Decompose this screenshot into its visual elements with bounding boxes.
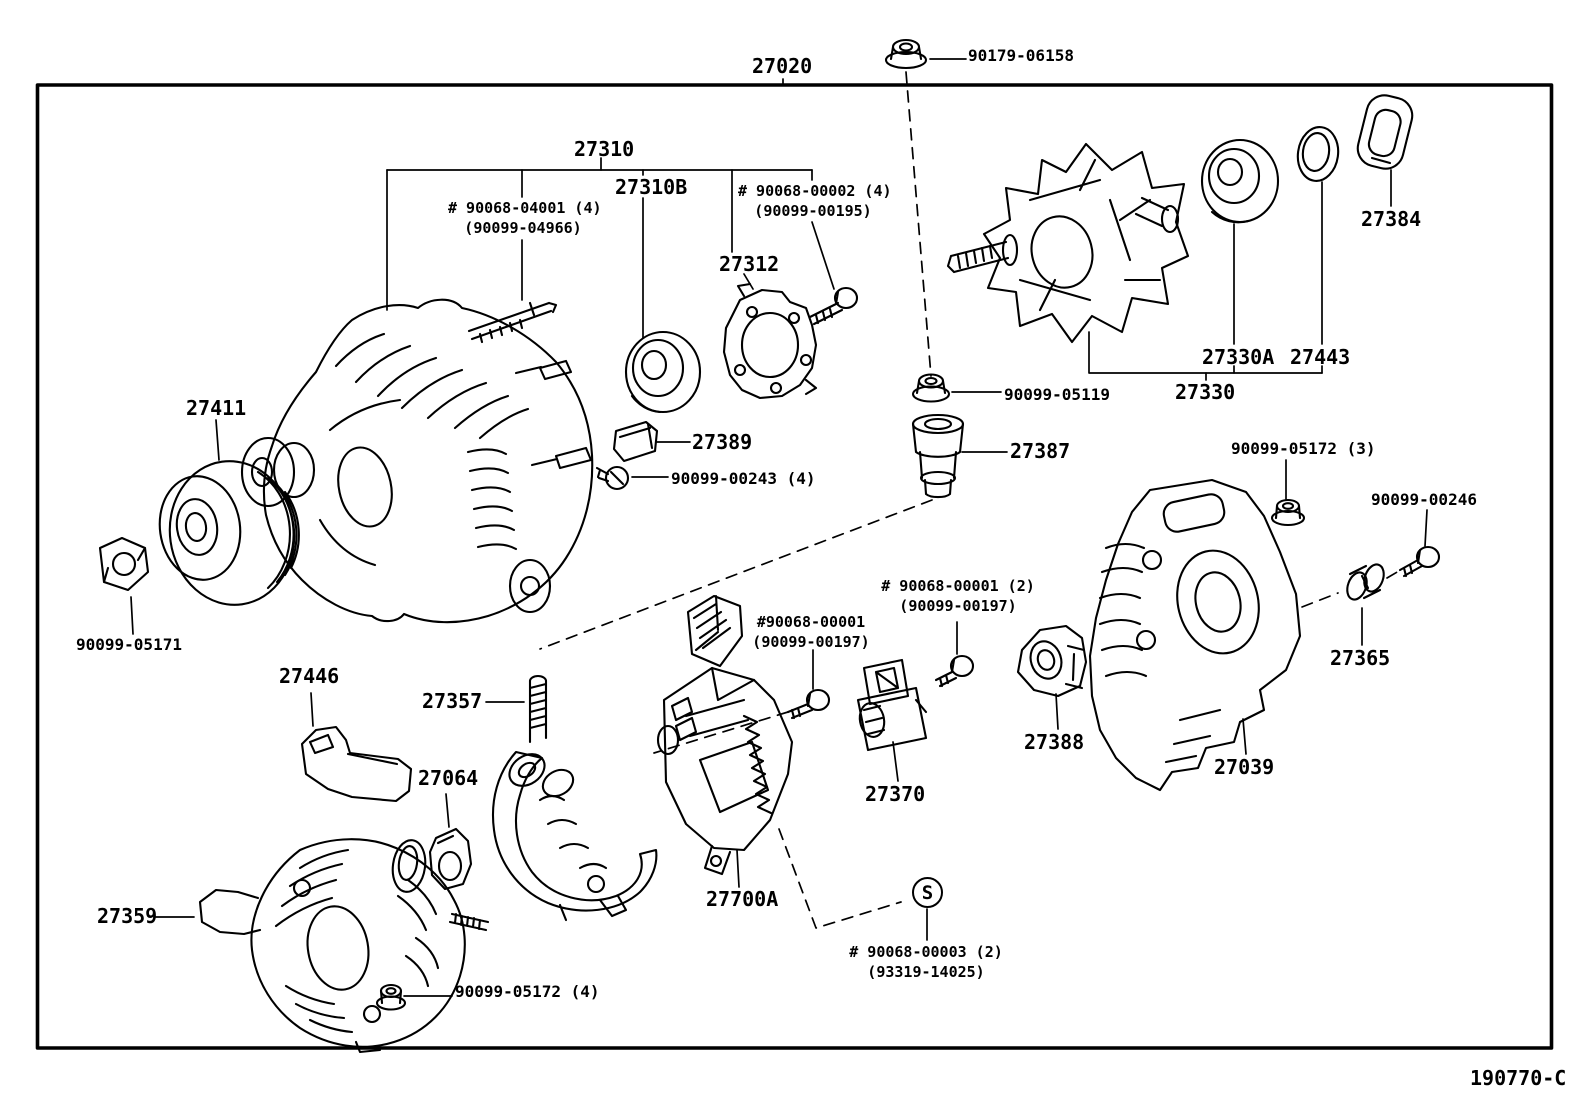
- grommet-drawing: [1354, 92, 1416, 173]
- terminal-cap-drawing: [614, 422, 657, 461]
- alternator-housing-drawing: [242, 300, 592, 622]
- fastener-label-90099-00243: 90099-00243 (4): [671, 469, 816, 488]
- terminal-cap-27365-drawing: [1344, 562, 1387, 602]
- rotor-drawing: [948, 144, 1188, 342]
- fastener-label-90068-00003-line2: (93319-14025): [867, 963, 985, 981]
- part-label-27359: 27359: [97, 904, 158, 928]
- part-label-27310B: 27310B: [615, 175, 688, 199]
- part-label-27700A: 27700A: [706, 887, 779, 911]
- rear-bearing-drawing: [1202, 140, 1278, 222]
- fastener-label-90068-00001-2-line1: # 90068-00001 (2): [881, 577, 1035, 595]
- fastener-label-90068-00001-2-line2: (90099-00197): [899, 597, 1017, 615]
- pulley-nut-drawing: [100, 538, 148, 590]
- fastener-label-90068-00001: #90068-00001 (90099-00197): [741, 612, 881, 652]
- part-label-27365: 27365: [1330, 646, 1391, 670]
- retainer-bolt-drawing: [810, 288, 857, 324]
- fastener-label-90068-04001: # 90068-04001 (4) (90099-04966): [448, 198, 602, 238]
- part-label-27020: 27020: [752, 54, 813, 78]
- sealant-symbol-letter: S: [921, 881, 934, 904]
- diagram-border: [38, 85, 1552, 1048]
- brush-holder-body-drawing: [857, 660, 926, 750]
- regulator-drawing: [658, 668, 792, 874]
- part-label-27039: 27039: [1214, 755, 1275, 779]
- bearing-retainer-drawing: [724, 284, 816, 398]
- rear-cover-drawing: [1090, 480, 1300, 790]
- part-label-27330: 27330: [1175, 380, 1236, 404]
- fastener-label-90068-00003: # 90068-00003 (2) (93319-14025): [849, 942, 1003, 982]
- part-label-27389: 27389: [692, 430, 753, 454]
- pulley-drawing: [153, 453, 303, 613]
- part-label-27064: 27064: [418, 766, 479, 790]
- fastener-label-90068-04001-line1: # 90068-04001 (4): [448, 199, 602, 217]
- fastener-label-90068-00002-line2: (90099-00195): [754, 202, 872, 220]
- leader-lines: [131, 59, 1427, 996]
- part-label-27370: 27370: [865, 782, 926, 806]
- front-bearing-drawing: [626, 332, 700, 412]
- part-label-27330A: 27330A: [1202, 345, 1275, 369]
- bearing-cover-drawing: [1018, 626, 1086, 696]
- cover-nut-drawing: [1272, 500, 1304, 525]
- brush-cover-drawing: [688, 596, 742, 666]
- fastener-label-90099-05172-3: 90099-05172 (3): [1231, 439, 1376, 458]
- fastener-label-90099-05171: 90099-05171: [76, 635, 182, 654]
- part-label-27443: 27443: [1290, 345, 1351, 369]
- fastener-label-90068-00001-2: # 90068-00001 (2) (90099-00197): [881, 576, 1035, 616]
- fastener-label-90068-00002-line1: # 90068-00002 (4): [738, 182, 892, 200]
- part-label-27310: 27310: [574, 137, 635, 161]
- figure-code: 190770-C: [1470, 1066, 1567, 1090]
- fastener-label-90068-00001-line2: (90099-00197): [752, 633, 870, 651]
- shaft-nut-top-drawing: [886, 40, 926, 68]
- brush-holder-assembly-drawing: [493, 676, 656, 920]
- part-label-27312: 27312: [719, 252, 780, 276]
- regulator-bolt-drawing: [788, 690, 829, 718]
- fastener-label-90068-00001-line1: #90068-00001: [756, 613, 866, 631]
- fastener-label-90099-05119: 90099-05119: [1004, 385, 1110, 404]
- fastener-label-90099-05172-4: 90099-05172 (4): [455, 982, 600, 1001]
- part-label-27411: 27411: [186, 396, 247, 420]
- part-label-27357: 27357: [422, 689, 483, 713]
- terminal-screw-drawing: [597, 467, 628, 489]
- part-label-27388: 27388: [1024, 730, 1085, 754]
- plate-drawing: [430, 829, 471, 889]
- part-label-27446: 27446: [279, 664, 340, 688]
- part-label-27387: 27387: [1010, 439, 1071, 463]
- cover-bolt-drawing: [1400, 547, 1439, 576]
- bracket-drawing: [302, 727, 411, 801]
- bracket-nut-drawing: [377, 985, 405, 1010]
- fastener-label-90068-00003-line1: # 90068-00003 (2): [849, 943, 1003, 961]
- sealant-symbol: S: [912, 877, 943, 908]
- front-bracket-drawing: [200, 838, 488, 1052]
- fastener-label-90179-06158: 90179-06158: [968, 46, 1074, 65]
- fastener-label-90068-04001-line2: (90099-04966): [464, 219, 582, 237]
- bearing-cover-ring-drawing: [1294, 124, 1341, 183]
- holder-bolt-drawing: [936, 656, 973, 686]
- rotor-nut-drawing: [913, 375, 949, 402]
- fastener-label-90099-00246: 90099-00246: [1371, 490, 1477, 509]
- insulator-drawing: [913, 415, 963, 497]
- fastener-label-90068-00002: # 90068-00002 (4) (90099-00195): [738, 181, 892, 221]
- part-label-27384: 27384: [1361, 207, 1422, 231]
